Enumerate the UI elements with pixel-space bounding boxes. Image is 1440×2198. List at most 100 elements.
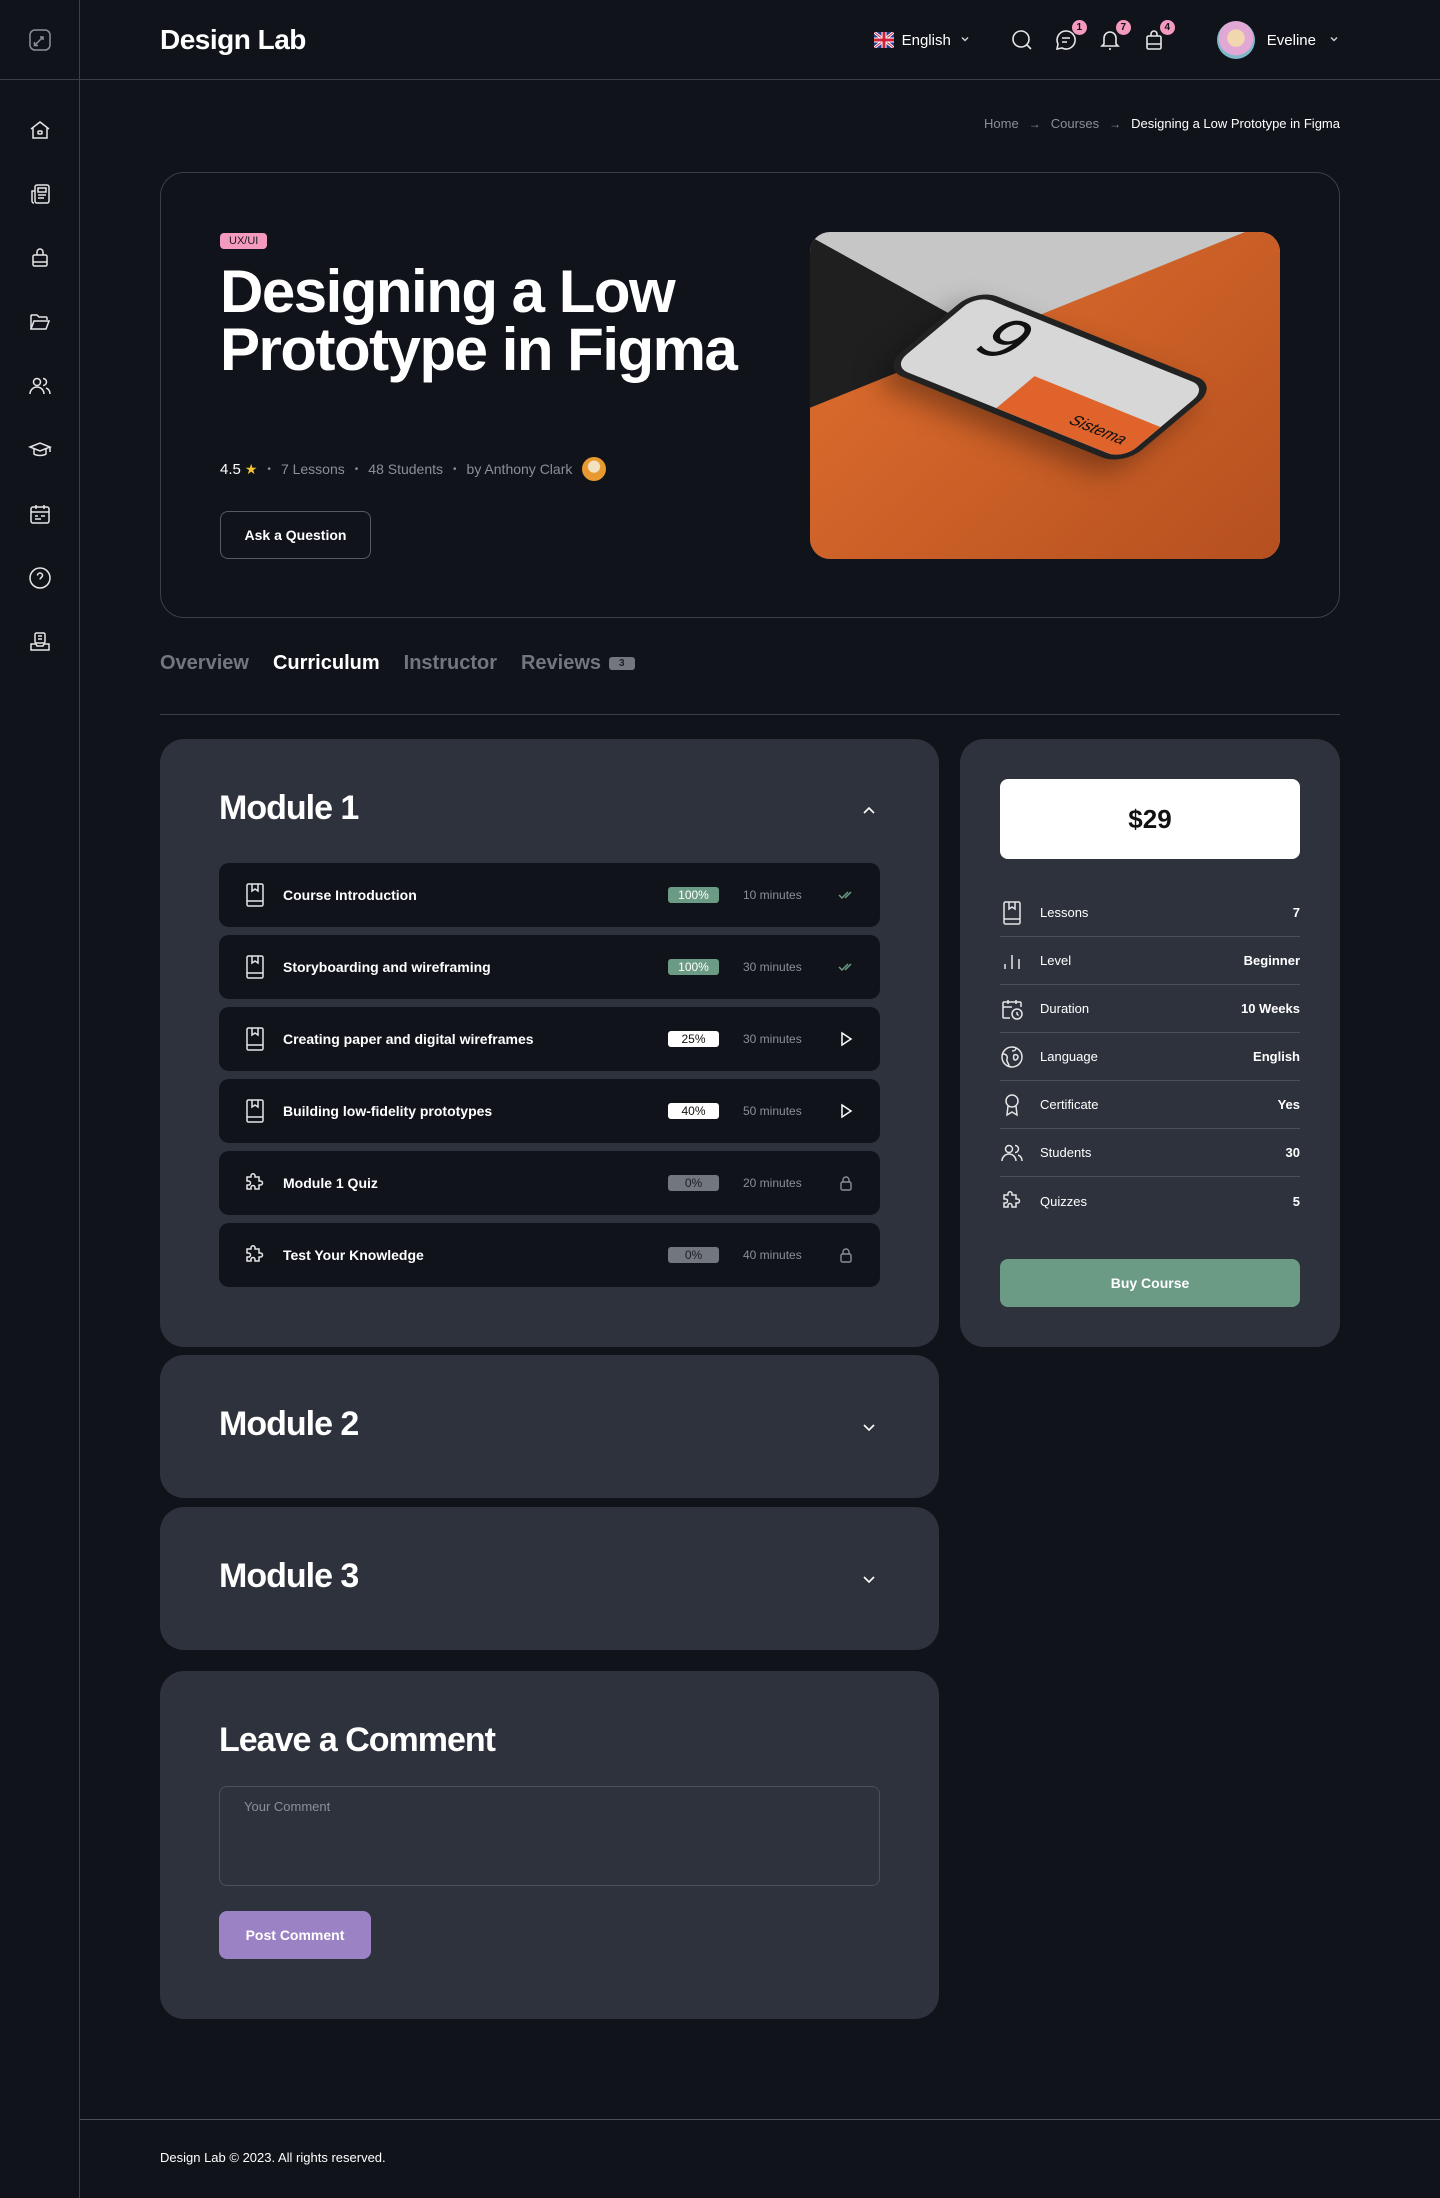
course-meta: 4.5 ★ • 7 Lessons • 48 Students • by Ant… <box>220 457 607 481</box>
puzzle-icon <box>1000 1189 1024 1213</box>
sidebar-item-inbox[interactable] <box>20 628 60 656</box>
book-icon <box>1000 900 1024 925</box>
home-icon <box>28 118 52 142</box>
info-label: Certificate <box>1040 1097 1099 1112</box>
chevron-down-icon[interactable] <box>859 1417 879 1437</box>
folder-icon <box>28 310 52 334</box>
sidebar-item-users[interactable] <box>20 372 60 400</box>
search-button[interactable] <box>1009 27 1035 53</box>
module-card[interactable]: Module 3 <box>160 1507 939 1650</box>
cart-button[interactable]: 4 <box>1141 20 1175 53</box>
tab-instructor[interactable]: Instructor <box>404 652 497 675</box>
sidebar-item-calendar[interactable] <box>20 500 60 528</box>
lesson-progress: 25% <box>668 1031 719 1047</box>
rating-value: 4.5 <box>220 460 241 478</box>
info-row-lessons: Lessons 7 <box>1000 889 1300 937</box>
lesson-duration: 50 minutes <box>743 1104 802 1118</box>
chat-icon <box>1054 28 1078 52</box>
sidebar-item-news[interactable] <box>20 180 60 208</box>
course-cover-image: 9 Sistema <box>810 232 1280 559</box>
lesson-row[interactable]: Module 1 Quiz 0% 20 minutes <box>219 1151 880 1215</box>
separator-dot: • <box>453 463 457 475</box>
separator-dot: • <box>267 463 271 475</box>
lesson-duration: 30 minutes <box>743 1032 802 1046</box>
info-row-language: Language English <box>1000 1033 1300 1081</box>
tab-label: Instructor <box>403 652 497 674</box>
tab-reviews[interactable]: Reviews 3 <box>521 652 635 675</box>
sidebar-item-courses[interactable] <box>20 436 60 464</box>
sidebar-item-help[interactable] <box>20 564 60 592</box>
lesson-duration: 40 minutes <box>743 1248 802 1262</box>
star-icon: ★ <box>244 460 258 477</box>
help-circle-icon <box>28 566 52 590</box>
lesson-row[interactable]: Test Your Knowledge 0% 40 minutes <box>219 1223 880 1287</box>
lesson-progress: 100% <box>668 959 719 975</box>
sidebar-top <box>0 0 79 80</box>
ask-question-button[interactable]: Ask a Question <box>220 511 371 559</box>
language-selector[interactable]: English <box>873 32 971 49</box>
phone-digit: 9 <box>956 307 1053 373</box>
sidebar-item-home[interactable] <box>20 116 60 144</box>
lesson-title: Building low-fidelity prototypes <box>283 1103 493 1119</box>
info-label: Quizzes <box>1040 1193 1087 1209</box>
shopping-bag-icon <box>1142 28 1166 52</box>
lesson-title: Storyboarding and wireframing <box>283 959 491 975</box>
buy-course-button[interactable]: Buy Course <box>1000 1259 1300 1307</box>
lesson-title: Course Introduction <box>283 887 417 903</box>
sidebar-item-files[interactable] <box>20 308 60 336</box>
tab-label: Curriculum <box>272 652 380 674</box>
lesson-row[interactable]: Building low-fidelity prototypes 40% 50 … <box>219 1079 880 1143</box>
notifications-button[interactable]: 7 <box>1097 20 1131 53</box>
info-value: 10 Weeks <box>1240 1001 1300 1016</box>
tab-overview[interactable]: Overview <box>160 652 249 675</box>
breadcrumb: Home → Courses → Designing a Low Prototy… <box>984 116 1340 131</box>
instructor-name[interactable]: by Anthony Clark <box>466 461 573 477</box>
user-menu[interactable]: Eveline <box>1216 21 1340 59</box>
info-value: 30 <box>1285 1145 1300 1160</box>
lesson-row[interactable]: Creating paper and digital wireframes 25… <box>219 1007 880 1071</box>
info-label: Students <box>1040 1145 1092 1160</box>
students-count: 48 Students <box>368 461 444 477</box>
course-hero: UX/UI Designing a Low Prototype in Figma… <box>160 172 1340 618</box>
chevron-down-icon <box>1328 32 1340 49</box>
cart-badge: 4 <box>1159 20 1175 35</box>
expand-icon[interactable] <box>28 28 52 52</box>
inbox-icon <box>28 630 52 654</box>
lesson-row[interactable]: Course Introduction 100% 10 minutes <box>219 863 880 927</box>
module-card[interactable]: Module 2 <box>160 1355 939 1498</box>
header-icons: 1 7 4 <box>1009 20 1175 53</box>
lesson-row[interactable]: Storyboarding and wireframing 100% 30 mi… <box>219 935 880 999</box>
post-comment-button[interactable]: Post Comment <box>219 1911 371 1959</box>
lesson-duration: 20 minutes <box>743 1176 802 1190</box>
play-icon[interactable] <box>836 1029 856 1049</box>
course-info-list: Lessons 7 Level Beginner Duration 10 Wee… <box>1000 889 1300 1225</box>
lesson-duration: 30 minutes <box>743 960 802 974</box>
messages-button[interactable]: 1 <box>1053 20 1087 53</box>
comment-card: Leave a Comment Post Comment <box>160 1671 939 2019</box>
sidebar <box>0 0 80 2198</box>
calendar-icon <box>28 502 52 526</box>
instructor-avatar <box>582 457 607 481</box>
search-icon <box>1010 28 1034 52</box>
lock-icon <box>836 1245 856 1265</box>
separator-dot: • <box>354 463 359 475</box>
sidebar-item-shop[interactable] <box>20 244 60 272</box>
play-icon[interactable] <box>836 1101 856 1121</box>
chevron-down-icon[interactable] <box>859 1569 879 1589</box>
users-icon <box>28 374 52 398</box>
newspaper-icon <box>28 182 52 206</box>
tab-curriculum[interactable]: Curriculum <box>273 652 380 675</box>
breadcrumb-home[interactable]: Home <box>984 116 1019 131</box>
info-row-quizzes: Quizzes 5 <box>1000 1177 1300 1225</box>
bell-icon <box>1098 28 1122 52</box>
breadcrumb-courses[interactable]: Courses <box>1050 116 1100 131</box>
course-rating: 4.5 ★ <box>220 461 257 478</box>
info-value: Beginner <box>1243 953 1300 968</box>
comment-input[interactable] <box>219 1786 880 1886</box>
breadcrumb-current: Designing a Low Prototype in Figma <box>1131 116 1340 131</box>
info-value: Yes <box>1277 1097 1300 1112</box>
lesson-progress: 100% <box>668 887 719 903</box>
brand-logo[interactable]: Design Lab <box>160 23 306 55</box>
chevron-up-icon[interactable] <box>859 801 879 821</box>
